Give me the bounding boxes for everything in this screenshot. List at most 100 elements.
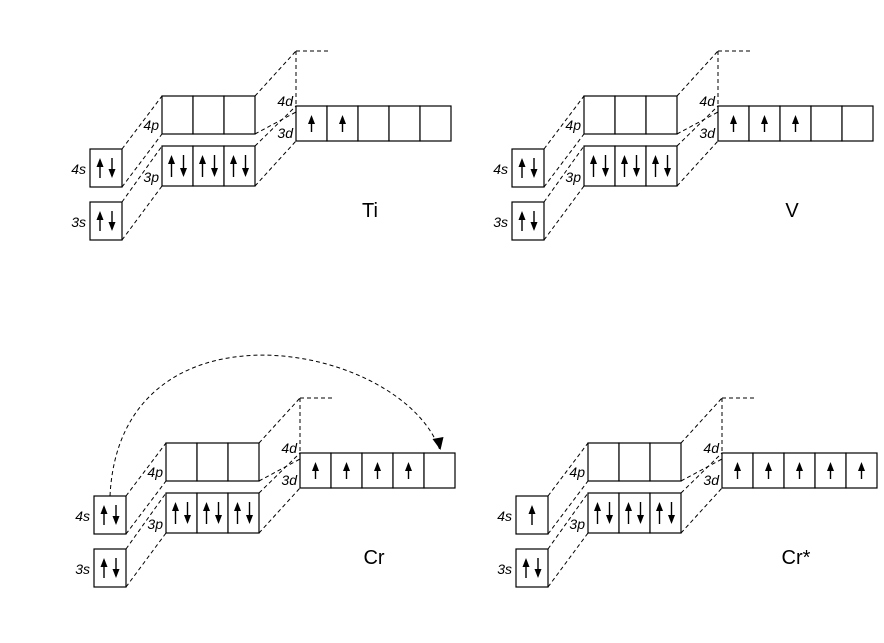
- connector-4p-4d-bottom: [258, 458, 301, 482]
- label-4d: 4d: [699, 93, 716, 109]
- orbital-3s-box-1-spin-down: [534, 558, 542, 578]
- orbital-3d-box-1-spin-up: [734, 462, 741, 479]
- orbital-4p-box-3: [649, 442, 682, 482]
- orbital-3d-box-1-spin-up: [308, 115, 315, 132]
- orbital-3s-box-1-spin-up: [100, 558, 108, 578]
- orbital-4s-box-1-spin-up: [528, 505, 536, 525]
- connector-3s-3p-bottom: [125, 532, 167, 588]
- orbital-3p-box-2-spin-down: [215, 502, 222, 524]
- orbital-4p-box-1: [583, 95, 616, 135]
- orbital-4s-box-1-spin-up: [518, 158, 526, 178]
- connector-4p-4d-top: [680, 397, 723, 444]
- label-4s: 4s: [493, 161, 508, 177]
- label-3s: 3s: [497, 561, 512, 577]
- orbital-3p-box-1-spin-down: [184, 502, 191, 524]
- label-4p: 4p: [565, 117, 581, 133]
- orbital-4s-box-1-spin-down: [530, 158, 538, 178]
- label-3d: 3d: [703, 472, 720, 488]
- element-label: V: [785, 200, 799, 222]
- orbital-3s-box-1: [515, 548, 549, 588]
- orbital-3p-box-2-spin-down: [633, 155, 640, 177]
- orbital-3d-box-2-spin-up: [761, 115, 768, 132]
- orbital-4p-box-3: [645, 95, 678, 135]
- orbital-3p-box-2: [192, 145, 225, 187]
- orbital-3s-box-1-spin-up: [96, 211, 104, 231]
- label-3s: 3s: [75, 561, 90, 577]
- label-4s: 4s: [71, 161, 86, 177]
- orbital-3d-box-4: [810, 105, 843, 142]
- orbital-3p-box-1-spin-up: [590, 155, 597, 177]
- connector-3s-3p-bottom: [547, 532, 589, 588]
- orbital-3p-box-2: [618, 492, 651, 534]
- connector-3s-3p-top: [543, 145, 585, 203]
- connector-3p-3d-bottom: [676, 140, 719, 187]
- orbital-3d-box-3-spin-up: [796, 462, 803, 479]
- orbital-3p-box-3-spin-up: [230, 155, 237, 177]
- orbital-4s-box-1-spin-down: [108, 158, 116, 178]
- label-3s: 3s: [493, 214, 508, 230]
- orbital-4p-box-1: [165, 442, 198, 482]
- orbital-4p-box-3: [227, 442, 260, 482]
- orbital-3d-box-3-spin-up: [374, 462, 381, 479]
- orbital-3p-box-2-spin-up: [199, 155, 206, 177]
- orbital-4p-box-1: [161, 95, 194, 135]
- orbital-3p-box-2: [196, 492, 229, 534]
- orbital-3d-box-3: [357, 105, 390, 142]
- connector-4p-4d-bottom: [676, 111, 719, 135]
- orbital-3d-box-4-spin-up: [405, 462, 412, 479]
- label-3p: 3p: [143, 169, 159, 185]
- label-4s: 4s: [497, 508, 512, 524]
- orbital-3p-box-3-spin-down: [668, 502, 675, 524]
- orbital-3s-box-1-spin-down: [108, 211, 116, 231]
- orbital-4p-box-2: [196, 442, 229, 482]
- orbital-3d-box-5: [419, 105, 452, 142]
- orbital-3s-box-1: [511, 201, 545, 241]
- orbital-3d-box-3-spin-up: [792, 115, 799, 132]
- label-4s: 4s: [75, 508, 90, 524]
- orbital-3d-box-4: [392, 452, 425, 489]
- orbital-4s-box-1: [89, 148, 123, 188]
- orbital-3p-box-1-spin-down: [180, 155, 187, 177]
- label-3p: 3p: [147, 516, 163, 532]
- element-label: Cr: [363, 547, 384, 569]
- transition-arrow: [109, 354, 440, 497]
- connector-4p-4d-bottom: [254, 111, 297, 135]
- orbital-3s-box-1: [93, 548, 127, 588]
- connector-4p-4d-top: [676, 50, 719, 97]
- orbital-3d-box-4-spin-up: [827, 462, 834, 479]
- connector-4p-4d-top: [254, 50, 297, 97]
- orbital-3d-box-5: [423, 452, 456, 489]
- connector-3p-3d-top: [676, 105, 719, 147]
- orbital-4p-box-2: [614, 95, 647, 135]
- connector-3p-3d-top: [258, 452, 301, 494]
- orbital-4s-box-1-spin-up: [96, 158, 104, 178]
- orbital-4p-box-2: [192, 95, 225, 135]
- orbital-3p-box-3-spin-down: [664, 155, 671, 177]
- connector-4p-4d-bottom: [680, 458, 723, 482]
- connector-3s-3p-top: [121, 145, 163, 203]
- connector-4p-4d-top: [258, 397, 301, 444]
- orbital-4s-box-1-spin-up: [100, 505, 108, 525]
- label-3d: 3d: [281, 472, 298, 488]
- orbital-4p-box-3: [223, 95, 256, 135]
- orbital-3p-box-2-spin-up: [621, 155, 628, 177]
- orbital-3p-box-3: [645, 145, 678, 187]
- orbital-3s-box-1-spin-down: [530, 211, 538, 231]
- element-label: Cr*: [782, 547, 811, 569]
- orbital-3p-box-3-spin-down: [242, 155, 249, 177]
- orbital-3p-box-3-spin-up: [656, 502, 663, 524]
- orbital-3p-box-3: [223, 145, 256, 187]
- orbital-4s-box-1: [93, 495, 127, 535]
- orbital-3p-box-2-spin-up: [625, 502, 632, 524]
- orbital-3p-box-3: [649, 492, 682, 534]
- orbital-3p-box-3: [227, 492, 260, 534]
- orbital-3p-box-1-spin-up: [594, 502, 601, 524]
- label-4p: 4p: [147, 464, 163, 480]
- connector-3s-3p-bottom: [121, 185, 163, 241]
- label-4d: 4d: [703, 440, 720, 456]
